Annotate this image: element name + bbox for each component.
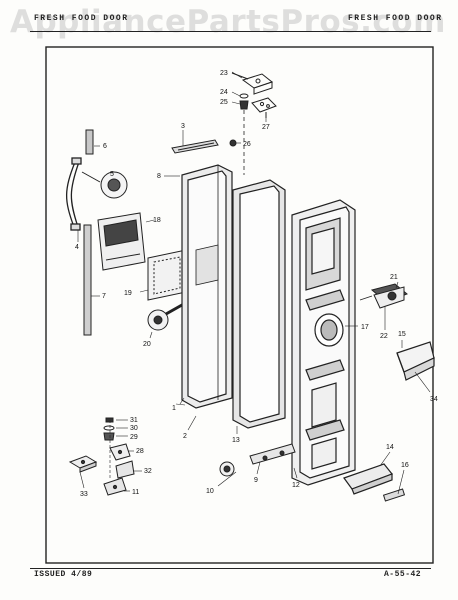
callout-8: 8: [157, 173, 161, 180]
callout-14: 14: [386, 444, 394, 451]
door-bin-part-34: [396, 341, 435, 381]
callout-22: 22: [380, 333, 388, 340]
callout-numbers: 23 24 25 27 3 26 6 5 8 18 4 7 19 20 21 2…: [75, 70, 438, 498]
footer-rule: [30, 568, 431, 569]
handle-part-4: [66, 157, 82, 231]
callout-2: 2: [183, 433, 187, 440]
callout-12: 12: [292, 482, 300, 489]
washer-part-24: [239, 93, 249, 99]
handle-cap-part-5: [81, 171, 128, 199]
callout-3: 3: [181, 123, 185, 130]
part-1-leader: [175, 403, 186, 406]
callout-6: 6: [103, 143, 107, 150]
door-gasket-part-13: [232, 179, 286, 429]
handle-part-14: [343, 463, 393, 495]
outer-door-panel-part-8: [181, 164, 233, 409]
panel-part-19: [147, 249, 187, 301]
door-liner-part-12: [291, 199, 356, 486]
callout-11: 11: [132, 489, 139, 496]
callout-4: 4: [75, 244, 79, 251]
bracket-part-32: [115, 460, 135, 479]
callout-15: 15: [398, 331, 406, 338]
callout-10: 10: [206, 488, 214, 495]
hinge-plate-part-27: [251, 97, 277, 118]
diagram-code: A-55-42: [384, 570, 422, 579]
callout-21: 21: [390, 274, 398, 281]
callout-13: 13: [232, 437, 240, 444]
callout-leaders: [77, 71, 431, 495]
callout-5: 5: [110, 171, 114, 178]
trim-part-16: [382, 488, 406, 502]
bushing-part-10: [219, 461, 235, 477]
callout-31: 31: [130, 417, 138, 424]
diagram-frame: [45, 46, 434, 564]
lower-trim-part-9: [249, 443, 296, 465]
trim-strip-part-6: [85, 129, 94, 155]
callout-30: 30: [130, 425, 138, 432]
bushing-part-29: [103, 432, 115, 441]
dispenser-part-21: [370, 283, 408, 309]
screw-part-26: [229, 139, 237, 147]
callout-28: 28: [136, 448, 144, 455]
callout-16: 16: [401, 462, 409, 469]
hinge-part-33: [68, 455, 98, 473]
issued-date: ISSUED 4/89: [34, 570, 93, 579]
callout-7: 7: [102, 293, 106, 300]
callout-33: 33: [80, 491, 88, 498]
callout-1: 1: [172, 405, 176, 412]
callout-9: 9: [254, 477, 258, 484]
handle-trim-part-3: [171, 139, 219, 154]
compartment-part-18: [97, 212, 146, 271]
header-rule: [30, 31, 431, 32]
bracket-part-11: [103, 477, 127, 496]
screw-part-31: [105, 417, 114, 423]
header-right-label: FRESH FOOD DOOR: [348, 14, 443, 23]
callout-34: 34: [430, 396, 438, 403]
callout-23: 23: [220, 70, 228, 77]
callout-27: 27: [262, 124, 270, 131]
bushing-part-25: [239, 100, 249, 110]
trim-strip-part-7: [83, 224, 92, 336]
callout-19: 19: [124, 290, 132, 297]
callout-18: 18: [153, 217, 161, 224]
washer-part-30: [103, 425, 115, 431]
callout-26: 26: [243, 141, 251, 148]
callout-20: 20: [143, 341, 151, 348]
header-left-label: FRESH FOOD DOOR: [34, 14, 129, 23]
callout-32: 32: [144, 468, 152, 475]
callout-29: 29: [130, 434, 138, 441]
dispenser-leader: [359, 295, 373, 301]
hinge-part-28: [109, 443, 131, 461]
hinge-bracket-part-23: [231, 72, 274, 95]
callout-25: 25: [220, 99, 228, 106]
callout-17: 17: [361, 324, 369, 331]
callout-24: 24: [220, 89, 228, 96]
